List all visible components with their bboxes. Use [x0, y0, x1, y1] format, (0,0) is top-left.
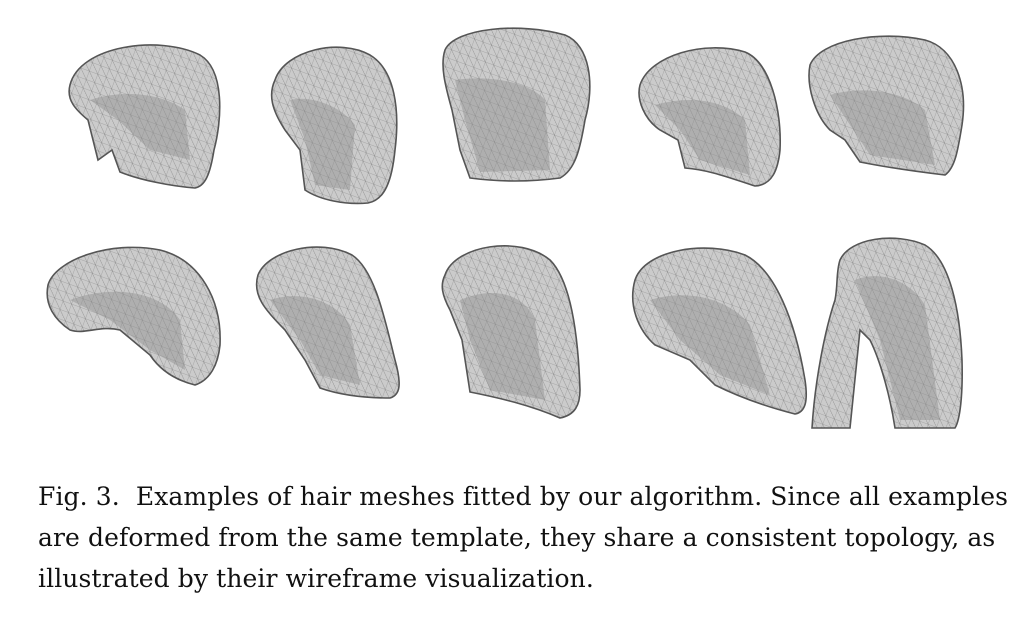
hair-mesh-4	[638, 47, 781, 187]
hair-mesh-1	[68, 44, 221, 189]
hair-mesh-6	[46, 246, 221, 386]
hair-mesh-8	[441, 245, 581, 419]
caption-label: Fig. 3.	[38, 482, 120, 511]
hair-mesh-2	[270, 46, 398, 205]
figure-caption: Fig. 3. Examples of hair meshes fitted b…	[38, 476, 1013, 599]
hair-mesh-3	[442, 27, 591, 182]
hair-mesh-9	[631, 247, 808, 415]
hair-mesh-10	[811, 237, 963, 429]
hair-mesh-5	[808, 35, 965, 176]
mesh-gallery	[46, 27, 965, 429]
caption-text: Examples of hair meshes fitted by our al…	[38, 482, 1009, 593]
hair-mesh-7	[255, 246, 400, 399]
